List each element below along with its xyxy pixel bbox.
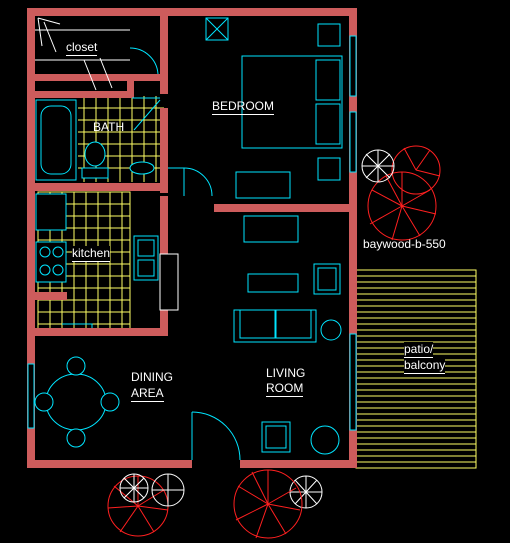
windows: [27, 35, 357, 431]
tree-icon: [367, 145, 441, 241]
coffee-table: [247, 273, 299, 293]
tv-stand: [243, 215, 299, 243]
lamp-table: [310, 425, 340, 455]
bath-fixtures: [35, 99, 155, 181]
bedroom-label: BEDROOM: [212, 99, 275, 115]
bedroom-furniture: [205, 17, 343, 199]
living-furniture: [233, 215, 342, 455]
kitchen-label: kitchen: [72, 246, 111, 262]
dining-set: [34, 356, 120, 448]
wall-left: [27, 8, 35, 468]
kitchen-fixtures: [35, 193, 179, 311]
dresser: [235, 171, 291, 199]
refrigerator: [35, 193, 67, 231]
dining-table: [45, 373, 107, 431]
closet-shelf: [35, 17, 130, 91]
counter: [159, 253, 179, 311]
dining-label-line1: DINING: [131, 370, 173, 384]
side-table: [320, 319, 342, 341]
patio-label-line2: balcony: [404, 358, 446, 374]
toilet: [84, 141, 106, 167]
tree-icon: [107, 475, 169, 537]
doors: [62, 47, 241, 461]
bath-label: BATH: [93, 120, 125, 134]
wall-bottom-right: [240, 460, 357, 468]
patio-label-line1: patio/: [404, 342, 434, 358]
dining-label-line2: AREA: [131, 386, 164, 402]
wall-top: [27, 8, 357, 16]
tree-icon: [233, 469, 303, 539]
wall-bottom-left: [27, 460, 192, 468]
living-label-line1: LIVING: [266, 366, 306, 380]
landscaping: [107, 145, 441, 539]
closet-label: closet: [66, 40, 98, 56]
bath-tile-floor: [78, 96, 164, 182]
model-name-label: baywood-b-550: [363, 237, 446, 251]
sink: [129, 161, 155, 175]
shrub-icon: [361, 149, 395, 183]
living-label-line2: ROOM: [266, 381, 304, 397]
